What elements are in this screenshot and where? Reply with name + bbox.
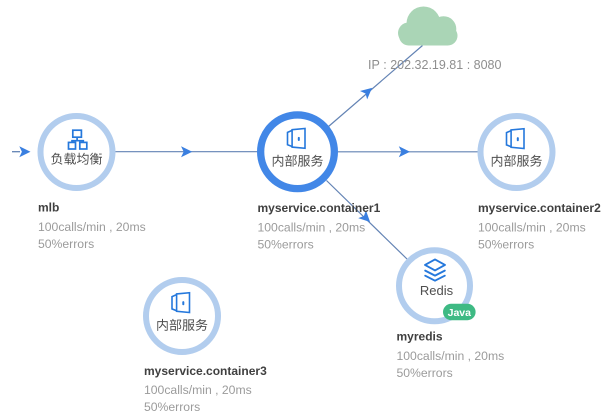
svg-text:100calls/min , 20ms: 100calls/min , 20ms xyxy=(397,349,505,363)
svg-text:myredis: myredis xyxy=(397,330,443,344)
svg-text:50%errors: 50%errors xyxy=(397,366,453,380)
svg-text:50%errors: 50%errors xyxy=(258,237,314,251)
svg-text:50%errors: 50%errors xyxy=(478,237,534,251)
svg-text:mlb: mlb xyxy=(38,201,59,215)
svg-text:myservice.container1: myservice.container1 xyxy=(258,201,381,215)
svg-text:100calls/min , 20ms: 100calls/min , 20ms xyxy=(258,220,366,234)
svg-text:50%errors: 50%errors xyxy=(144,400,200,414)
svg-text:Redis: Redis xyxy=(420,283,454,298)
svg-text:Java: Java xyxy=(448,307,472,319)
svg-text:myservice.container3: myservice.container3 xyxy=(144,364,267,378)
svg-text:100calls/min , 20ms: 100calls/min , 20ms xyxy=(478,220,586,234)
svg-text:100calls/min , 20ms: 100calls/min , 20ms xyxy=(144,383,252,397)
svg-text:50%errors: 50%errors xyxy=(38,237,94,251)
svg-text:myservice.container2: myservice.container2 xyxy=(478,201,601,215)
svg-text:100calls/min , 20ms: 100calls/min , 20ms xyxy=(38,220,146,234)
svg-text:IP : 202.32.19.81 : 8080: IP : 202.32.19.81 : 8080 xyxy=(368,58,501,72)
